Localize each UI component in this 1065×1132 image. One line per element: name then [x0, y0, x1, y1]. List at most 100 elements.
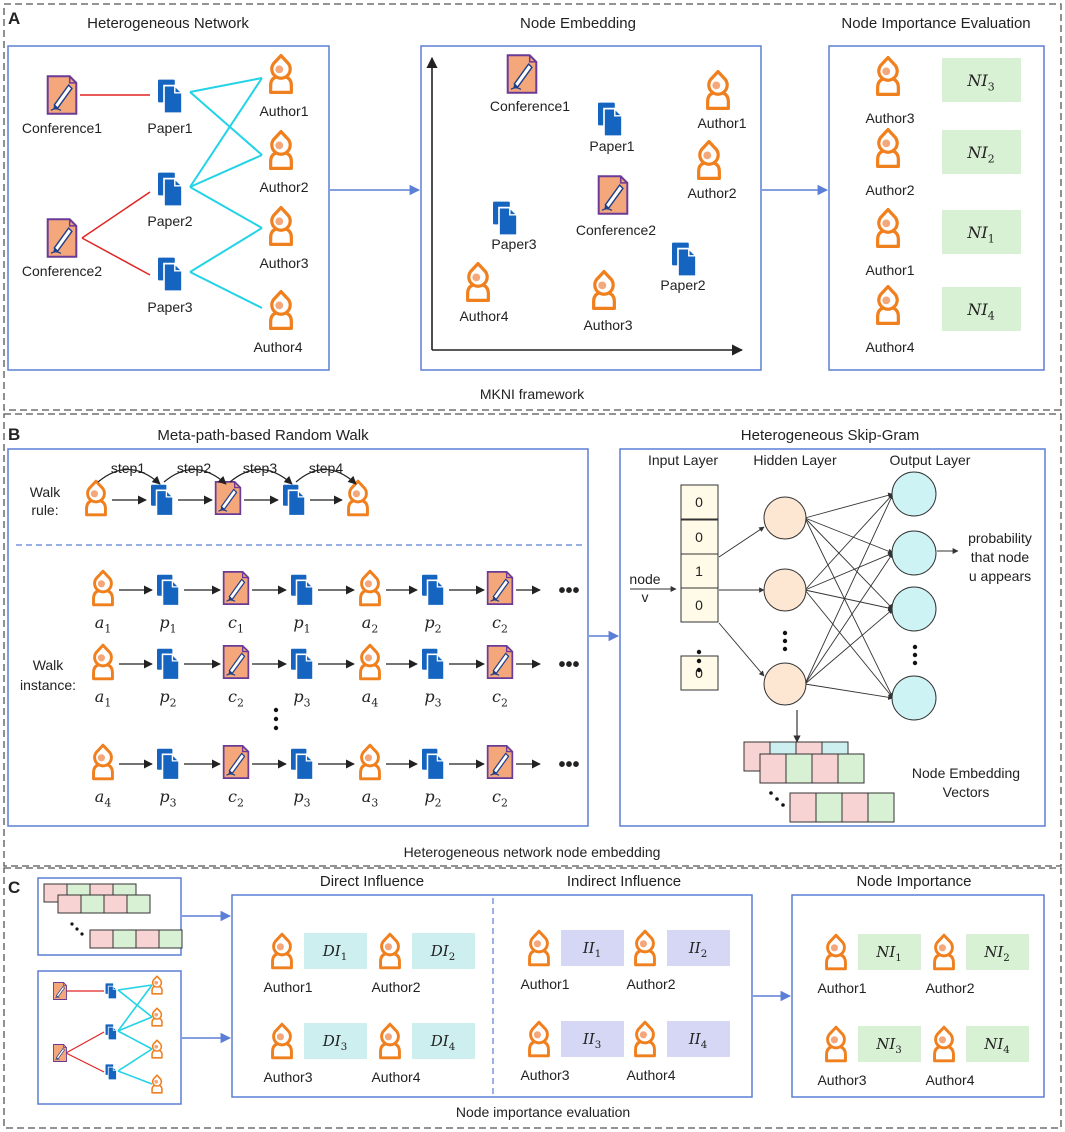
- c-mini-hetnet-edges: [65, 984, 153, 1085]
- conference-icon: [506, 54, 538, 94]
- conference-icon: [46, 218, 78, 258]
- input-vdot: [696, 649, 702, 655]
- walk-node-label-sub: 1: [170, 622, 177, 635]
- walk-rule-label-1: Walk: [30, 484, 62, 500]
- walk-node-label-letter: p: [424, 787, 434, 806]
- walk-node-label-letter: p: [159, 787, 169, 806]
- c-vec-dot: [75, 927, 79, 931]
- paper-icon: [291, 748, 314, 781]
- author-icon: [151, 975, 163, 995]
- hetnet-label-author1: Author1: [259, 103, 308, 119]
- author-icon: [359, 569, 381, 607]
- walk-node-label-sub: 2: [501, 696, 508, 709]
- output-neuron: [891, 471, 937, 517]
- hidden-neuron: [763, 568, 807, 612]
- input-cell-value: 0: [695, 597, 703, 613]
- direct-score: DI3: [322, 1032, 347, 1053]
- direct-influence-title: Direct Influence: [320, 873, 424, 890]
- indirect-score: II4: [688, 1030, 707, 1051]
- author-icon: [271, 1022, 293, 1060]
- walk-node-label-letter: c: [228, 613, 237, 632]
- importance-author-label: Author4: [925, 1072, 974, 1088]
- panel-b-frame: [3, 413, 1062, 867]
- conference-icon: [486, 744, 514, 780]
- walk-title: Meta-path-based Random Walk: [157, 427, 369, 444]
- walk-node-label: a2: [362, 613, 378, 635]
- indirect-score-sub: 4: [701, 1040, 707, 1051]
- walk-node-label-letter: c: [492, 613, 501, 632]
- c-embedding-vectors: [43, 883, 183, 949]
- walk-node-label-sub: 3: [170, 796, 177, 809]
- hetnet-label-conference1: Conference1: [22, 120, 102, 136]
- walk-rule: [85, 468, 369, 517]
- edge-conf2-paper3: [81, 237, 151, 276]
- paper-icon: [157, 748, 180, 781]
- hetnet-box: [7, 45, 330, 371]
- embedding-labels: Conference1 Paper1 Author1 Author2 Confe…: [459, 98, 746, 333]
- node-importance-title: Node Importance: [856, 873, 971, 890]
- walk-node-label-sub: 2: [237, 696, 244, 709]
- conference-icon: [486, 570, 514, 606]
- author-icon: [825, 933, 847, 971]
- c-mini-hetnet-nodes: [53, 975, 163, 1094]
- evaluation-score: NI2: [966, 143, 994, 165]
- skipgram-title: Heterogeneous Skip-Gram: [741, 427, 919, 444]
- walk-row-ellipsis: •••: [558, 754, 579, 776]
- hidden-output-connection: [804, 589, 894, 699]
- embedding-nodes: [466, 54, 730, 311]
- walk-node-label-letter: c: [492, 687, 501, 706]
- hidden-vdot: [782, 646, 788, 652]
- walk-node-label-sub: 2: [237, 796, 244, 809]
- edge-paper2-author1: [189, 77, 263, 188]
- paper-icon: [157, 648, 180, 681]
- evaluation-box: [828, 45, 1045, 371]
- importance-score: NI2: [983, 943, 1010, 964]
- hidden-neuron: [763, 496, 807, 540]
- indirect-score-box: [561, 930, 624, 966]
- direct-score: DI1: [322, 942, 347, 963]
- importance-author-label: Author3: [817, 1072, 866, 1088]
- author-icon: [92, 643, 114, 681]
- hidden-output-connection: [804, 493, 894, 685]
- indirect-score-box: [667, 930, 730, 966]
- hidden-output-connection: [804, 683, 894, 700]
- mini-edge: [117, 989, 153, 1018]
- walk-step-arc: [163, 468, 227, 485]
- walk-node-label-sub: 2: [501, 622, 508, 635]
- vec-row-3-cell: [789, 792, 817, 823]
- input-ellipsis: [696, 649, 702, 673]
- walk-row-ellipsis: •••: [558, 654, 579, 676]
- author-icon: [271, 932, 293, 970]
- hetnet-label-conference2: Conference2: [22, 263, 102, 279]
- output-ellipsis: [912, 644, 918, 666]
- author-icon: [379, 932, 401, 970]
- walk-node-label-letter: a: [95, 687, 105, 706]
- walk-node-label: c2: [492, 687, 508, 709]
- paper-icon: [493, 201, 518, 237]
- walk-node-label: a3: [362, 787, 379, 809]
- prob-label-3: u appears: [969, 568, 1031, 584]
- indirect-score-box: [667, 1021, 730, 1057]
- vec-row-2-cell: [785, 753, 813, 784]
- walk-node-label: p2: [424, 787, 441, 809]
- evaluation-score: NI1: [966, 223, 994, 245]
- hidden-output-connection: [804, 608, 894, 685]
- output-neuron: [891, 586, 937, 632]
- importance-author-label: Author1: [817, 980, 866, 996]
- walk-node-label: p3: [159, 787, 176, 809]
- author-icon: [359, 743, 381, 781]
- walk-node-label-letter: p: [424, 687, 434, 706]
- panel-b-caption: Heterogeneous network node embedding: [404, 844, 661, 860]
- output-layer-label: Output Layer: [890, 452, 971, 468]
- walk-node-label-sub: 3: [435, 696, 442, 709]
- hidden-layer-label: Hidden Layer: [753, 452, 837, 468]
- panel-a-caption: MKNI framework: [480, 386, 585, 402]
- walk-vdot: [273, 725, 279, 731]
- walk-node-label-letter: c: [228, 687, 237, 706]
- prob-label-2: that node: [971, 549, 1030, 565]
- embed-vectors-label-1: Node Embedding: [912, 765, 1020, 781]
- author-icon: [933, 1025, 955, 1063]
